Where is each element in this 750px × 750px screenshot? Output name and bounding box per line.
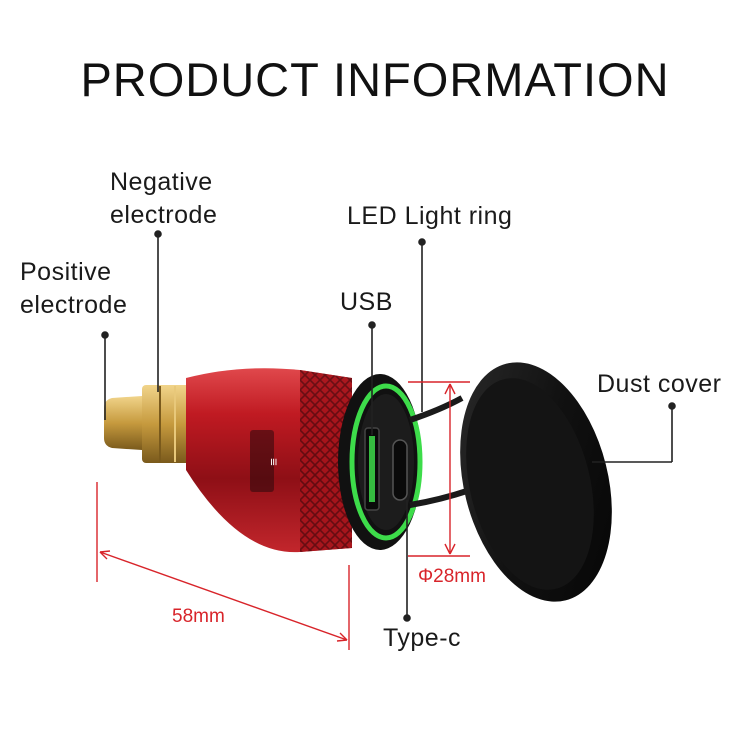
type-c-label: Type-c	[383, 624, 462, 652]
positive-electrode-line1: Positive	[20, 258, 112, 286]
dimension-lines	[96, 381, 470, 650]
negative-electrode-line2: electrode	[110, 201, 218, 229]
diameter-dimension: Φ28mm	[418, 566, 486, 587]
negative-electrode-line1: Negative	[110, 168, 213, 196]
positive-electrode-line2: electrode	[20, 291, 128, 319]
negative-electrode-label: Negative electrode	[110, 166, 217, 232]
leader-lines	[101, 230, 676, 622]
led-ring	[349, 383, 423, 541]
svg-text:≡: ≡	[266, 458, 281, 466]
page-title: PRODUCT INFORMATION	[80, 53, 670, 106]
positive-electrode	[104, 385, 190, 463]
dust-cover-label: Dust cover	[597, 370, 722, 398]
dust-cover	[460, 362, 612, 602]
usb-label: USB	[340, 288, 393, 316]
led-ring-label: LED Light ring	[347, 202, 513, 230]
length-dimension: 58mm	[172, 606, 225, 627]
typec-port	[392, 439, 408, 501]
positive-electrode-label: Positive electrode	[20, 256, 127, 322]
red-housing: ≡	[186, 368, 352, 553]
